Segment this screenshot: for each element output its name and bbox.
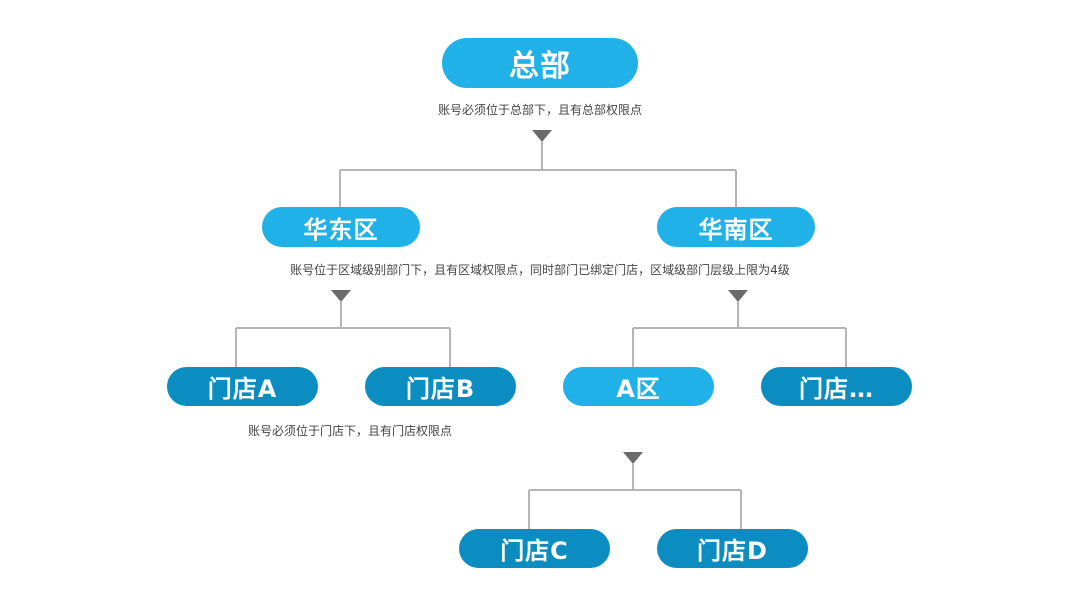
node-headquarters: 总部 (442, 38, 638, 88)
marker-root (532, 130, 552, 142)
node-zone-a: A区 (563, 367, 714, 406)
caption-region: 账号位于区域级别部门下，且有区域权限点，同时部门已绑定门店，区域级部门层级上限为… (290, 263, 790, 277)
node-store-a: 门店A (167, 367, 318, 406)
node-store-more: 门店… (761, 367, 912, 406)
node-south-region: 华南区 (657, 207, 815, 247)
marker-south (728, 290, 748, 302)
marker-east (331, 290, 351, 302)
caption-headquarters: 账号必须位于总部下，且有总部权限点 (437, 103, 642, 117)
node-east-region: 华东区 (262, 207, 420, 247)
caption-store: 账号必须位于门店下，且有门店权限点 (247, 424, 452, 438)
marker-zone-a (623, 452, 643, 464)
node-store-b: 门店B (365, 367, 516, 406)
node-store-d: 门店D (657, 529, 808, 568)
node-store-c: 门店C (459, 529, 610, 568)
